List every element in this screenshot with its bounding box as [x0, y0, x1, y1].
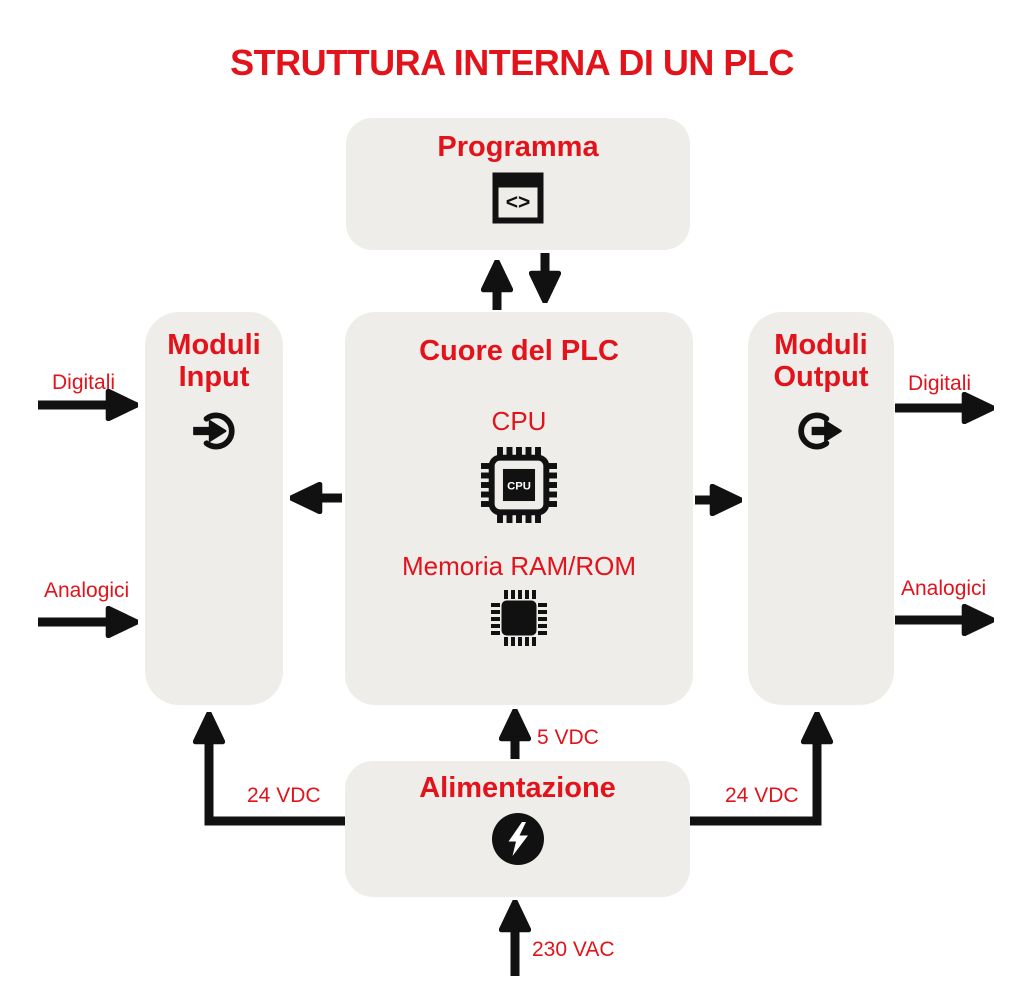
memoria-label: Memoria RAM/ROM [401, 550, 636, 581]
cpu-chip-label: CPU [507, 480, 531, 492]
230vac-label: 230 VAC [532, 938, 615, 961]
cpu-chip-icon: CPU [481, 446, 557, 523]
moduli-output-title-line1: Moduli [774, 329, 868, 361]
moduli-output-title: Moduli Output [773, 329, 869, 394]
input-analogici-label: Analogici [44, 579, 130, 602]
output-analogici-label: Analogici [901, 577, 987, 600]
input-digitali-label: Digitali [52, 371, 116, 394]
moduli-output-box: Moduli Output [748, 312, 894, 705]
24vdc-right-label: 24 VDC [725, 784, 799, 807]
moduli-input-title-line2: Input [178, 360, 250, 393]
signal-in-icon [193, 412, 235, 450]
programma-box: Programma <> [346, 118, 690, 250]
24vdc-left-label: 24 VDC [247, 784, 321, 807]
code-glyph-text: <> [506, 191, 531, 214]
moduli-input-title: Moduli Input [167, 329, 261, 394]
moduli-input-box: Moduli Input [145, 312, 283, 705]
memory-chip-pins [491, 589, 547, 646]
code-window-icon: <> [492, 172, 544, 224]
moduli-output-title-line2: Output [773, 360, 869, 393]
lightning-bolt-icon [491, 812, 544, 865]
programma-title: Programma [437, 131, 599, 163]
cuore-del-plc-box: Cuore del PLC CPU CPU Memoria RAM/ROM [345, 312, 693, 705]
memory-chip-icon [491, 589, 547, 646]
cpu-label: CPU [491, 405, 547, 436]
moduli-input-title-line1: Moduli [167, 329, 261, 361]
alimentazione-title: Alimentazione [419, 772, 616, 804]
alimentazione-box: Alimentazione [345, 761, 690, 897]
diagram-title: STRUTTURA INTERNA DI UN PLC [230, 42, 794, 83]
cpu-chip-pins [481, 446, 557, 523]
5vdc-label: 5 VDC [537, 726, 599, 749]
cuore-title: Cuore del PLC [419, 335, 619, 367]
output-digitali-label: Digitali [908, 372, 972, 395]
signal-out-icon [798, 412, 842, 450]
